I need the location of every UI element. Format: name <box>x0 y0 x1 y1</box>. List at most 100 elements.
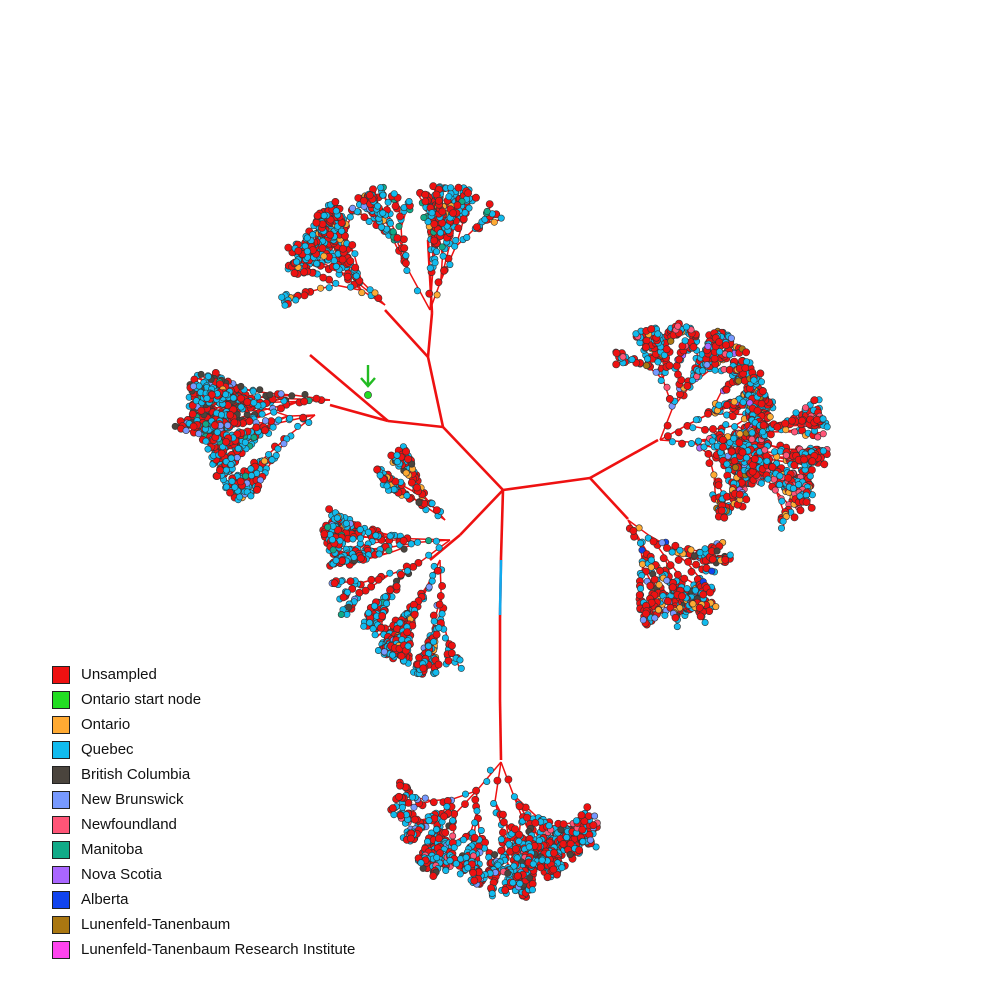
tree-node <box>716 348 724 356</box>
tree-node <box>252 423 261 432</box>
tree-node <box>453 201 462 210</box>
tree-node <box>234 445 242 453</box>
tree-node <box>272 452 280 460</box>
tree-node <box>352 272 360 280</box>
tree-node <box>268 456 276 464</box>
tree-node <box>673 570 682 579</box>
tree-node <box>326 230 335 239</box>
tree-node <box>628 355 636 363</box>
tree-node <box>649 537 658 546</box>
backbone-edge <box>589 477 629 520</box>
tree-node <box>773 423 782 431</box>
tree-node <box>351 250 359 258</box>
tree-node <box>210 421 219 430</box>
tree-node <box>325 284 333 292</box>
tree-node <box>301 390 309 398</box>
tree-node <box>689 343 698 351</box>
tree-node <box>365 218 373 226</box>
tree-node <box>360 213 369 221</box>
tree-node <box>771 486 779 494</box>
tree-node <box>668 438 676 446</box>
tree-node <box>379 191 387 199</box>
tree-node <box>675 355 684 364</box>
tree-node <box>227 461 235 469</box>
tree-node <box>759 428 767 436</box>
backbone-edge <box>384 309 429 358</box>
tree-node <box>319 273 328 282</box>
tree-node <box>723 411 731 419</box>
tree-node <box>305 418 313 426</box>
tree-node <box>808 457 817 466</box>
tree-node <box>393 234 402 242</box>
tree-node <box>247 492 255 500</box>
tree-node <box>680 574 689 583</box>
tree-node <box>358 289 366 297</box>
tree-node <box>332 279 340 287</box>
tree-node <box>436 229 444 237</box>
tree-node <box>642 362 650 370</box>
tree-node <box>197 406 206 415</box>
tree-node <box>227 454 235 462</box>
tree-node <box>683 381 692 390</box>
backbone-edge <box>309 354 389 422</box>
tree-node <box>449 209 457 217</box>
tree-edge <box>476 761 502 792</box>
tree-node <box>735 490 744 499</box>
tree-node <box>727 447 736 456</box>
tree-node <box>632 330 640 338</box>
tree-node <box>497 214 505 222</box>
tree-node <box>233 454 241 462</box>
tree-node <box>674 556 683 564</box>
tree-node <box>731 463 739 471</box>
tree-node <box>654 330 662 338</box>
tree-node <box>717 506 726 515</box>
tree-node <box>245 417 254 426</box>
backbone-edge <box>329 403 389 423</box>
tree-node <box>485 200 494 208</box>
tree-node <box>224 421 232 429</box>
tree-node <box>710 471 718 479</box>
tree-node <box>430 236 439 245</box>
tree-node <box>275 416 283 424</box>
tree-node <box>763 457 771 465</box>
tree-edge <box>290 414 316 435</box>
tree-node <box>715 401 723 409</box>
tree-node <box>389 228 397 236</box>
tree-node <box>348 241 357 249</box>
tree-node <box>715 338 724 346</box>
tree-node <box>331 197 340 206</box>
tree-node <box>714 481 723 490</box>
tree-nodes <box>171 182 831 901</box>
tree-node <box>217 449 226 458</box>
tree-node <box>195 430 203 438</box>
tree-node <box>768 463 777 471</box>
backbone-edge <box>442 426 504 491</box>
tree-edge <box>440 245 451 281</box>
tree-node <box>299 413 307 422</box>
tree-node <box>709 425 717 433</box>
tree-node <box>254 393 262 401</box>
tree-node <box>779 517 787 525</box>
tree-node <box>731 423 739 431</box>
tree-node <box>802 404 810 412</box>
tree-node <box>222 437 230 446</box>
tree-node <box>213 428 221 436</box>
tree-node <box>741 364 750 372</box>
tree-node <box>426 264 434 272</box>
tree-node <box>667 337 675 345</box>
tree-node <box>371 289 379 297</box>
tree-node <box>722 385 731 394</box>
tree-node <box>777 524 785 532</box>
tree-node <box>722 421 730 429</box>
tree-node <box>294 422 302 430</box>
tree-node <box>446 261 454 269</box>
tree-node <box>674 428 683 437</box>
tree-node <box>286 414 294 422</box>
tree-node <box>439 252 447 260</box>
tree-node <box>189 422 198 431</box>
tree-node <box>445 193 453 201</box>
tree-node <box>247 465 255 473</box>
tree-node <box>197 370 205 378</box>
tree-node <box>434 196 443 205</box>
tree-node <box>190 382 198 390</box>
